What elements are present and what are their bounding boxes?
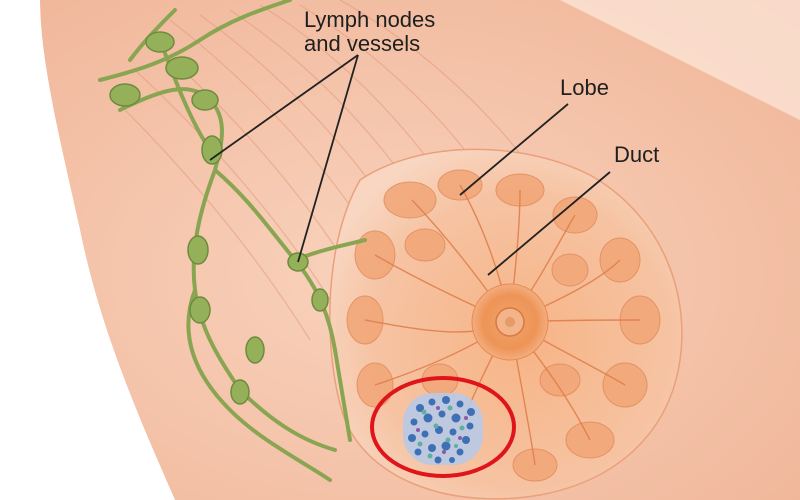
label-lobe: Lobe	[560, 75, 609, 100]
leader-line-lymph-2	[297, 54, 359, 263]
leader-line-lymph-1	[209, 54, 359, 161]
leader-line-duct	[487, 171, 611, 276]
label-duct: Duct	[614, 142, 660, 167]
tumor-cluster-icon	[403, 393, 483, 465]
leader-lines	[209, 54, 611, 276]
chest-highlight	[560, 0, 800, 120]
label-lymph-nodes-and-vessels: Lymph nodes and vessels	[304, 7, 436, 56]
tumor-highlight-ring	[370, 376, 516, 478]
leader-line-lobe	[459, 103, 569, 196]
lymph-nodes	[109, 31, 329, 405]
nipple-icon	[495, 307, 525, 337]
armpit-shadow	[0, 0, 175, 500]
